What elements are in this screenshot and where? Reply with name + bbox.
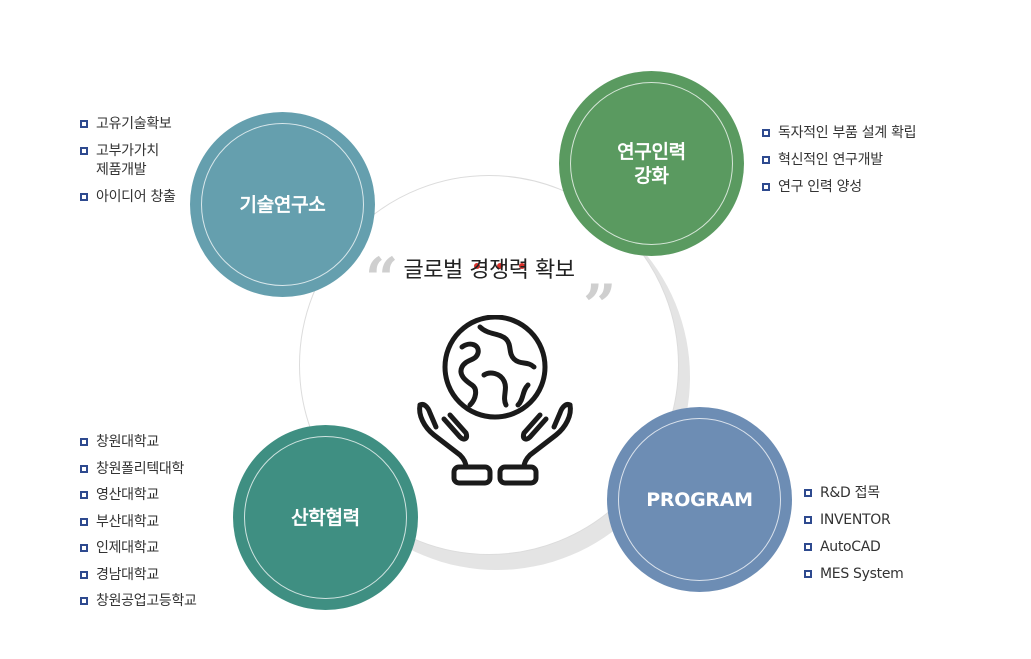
- node-label: 기술연구소: [239, 193, 326, 216]
- open-quote-mark: “: [365, 245, 399, 313]
- list-item: 독자적인 부품 설계 확립: [762, 124, 917, 143]
- list-item: 고유기술확보: [80, 115, 176, 134]
- emphasis-dot: [519, 263, 525, 269]
- list-item: MES System: [804, 565, 904, 584]
- node-label: 산학협력: [291, 506, 360, 529]
- list-item: 인제대학교: [80, 539, 197, 558]
- list-item: 창원대학교: [80, 433, 197, 452]
- research-list: 독자적인 부품 설계 확립 혁신적인 연구개발 연구 인력 양성: [762, 124, 917, 205]
- list-item: 연구 인력 양성: [762, 178, 916, 197]
- globe-in-hands-icon: [417, 315, 573, 486]
- node-inner-ring: [618, 418, 781, 581]
- node-research-workforce: 연구인력 강화: [559, 71, 744, 256]
- list-item: 창원폴리텍대학: [80, 460, 197, 479]
- node-inner-ring: [570, 82, 733, 245]
- node-label: PROGRAM: [646, 488, 753, 511]
- list-item: 부산대학교: [80, 513, 197, 532]
- center-title: 글로벌 경쟁력 확보: [403, 258, 575, 283]
- list-item: 창원공업고등학교: [80, 592, 197, 611]
- list-item: 영산대학교: [80, 486, 197, 505]
- list-item: 경남대학교: [80, 566, 197, 585]
- node-inner-ring: [201, 123, 364, 286]
- node-inner-ring: [244, 436, 407, 599]
- list-item: 고부가가치 제품개발: [80, 142, 176, 180]
- program-list: R&D 접목 INVENTOR AutoCAD MES System: [804, 484, 904, 592]
- list-item: 아이디어 창출: [80, 188, 176, 207]
- emphasis-dot: [497, 263, 503, 269]
- industry-list: 창원대학교 창원폴리텍대학 영산대학교 부산대학교 인제대학교 경남대학교 창원…: [80, 433, 197, 619]
- tech-list: 고유기술확보 고부가가치 제품개발 아이디어 창출: [80, 115, 176, 215]
- list-item: AutoCAD: [804, 538, 903, 557]
- node-program: PROGRAM: [607, 407, 792, 592]
- close-quote-mark: ”: [583, 272, 617, 340]
- node-label: 연구인력 강화: [617, 140, 686, 187]
- emphasis-dot: [474, 263, 480, 269]
- list-item: R&D 접목: [804, 484, 903, 503]
- node-industry-academia: 산학협력: [233, 425, 418, 610]
- list-item: 혁신적인 연구개발: [762, 151, 916, 170]
- list-item: INVENTOR: [804, 511, 903, 530]
- node-tech-research-lab: 기술연구소: [190, 112, 375, 297]
